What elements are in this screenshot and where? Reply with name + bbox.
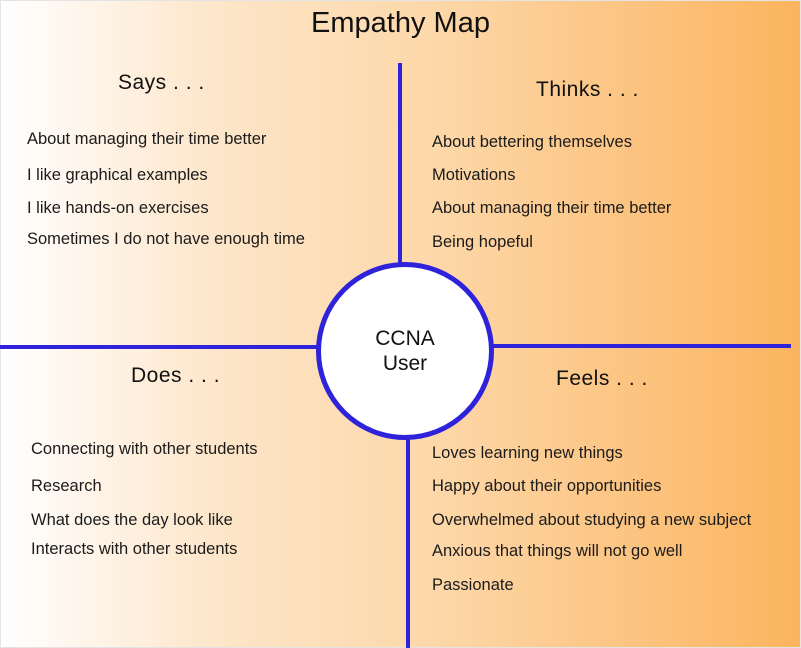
map-title: Empathy Map: [311, 7, 490, 39]
says-heading: Says . . .: [118, 71, 205, 94]
does-item: Research: [31, 477, 102, 495]
feels-item: Loves learning new things: [432, 444, 623, 462]
thinks-item: About managing their time better: [432, 199, 672, 217]
feels-item: Overwhelmed about studying a new subject: [432, 511, 752, 529]
center-label-line1: CCNA: [375, 327, 435, 350]
axis-right: [486, 344, 791, 348]
thinks-heading: Thinks . . .: [536, 78, 639, 101]
feels-heading: Feels . . .: [556, 367, 648, 390]
axis-top: [398, 63, 402, 264]
does-item: Interacts with other students: [31, 540, 238, 558]
feels-item: Passionate: [432, 576, 514, 594]
thinks-item: Motivations: [432, 166, 516, 184]
says-item: Sometimes I do not have enough time: [27, 230, 305, 248]
says-item: About managing their time better: [27, 130, 267, 148]
thinks-item: Being hopeful: [432, 233, 533, 251]
says-item: I like hands-on exercises: [27, 199, 209, 217]
thinks-item: About bettering themselves: [432, 133, 632, 151]
does-item: What does the day look like: [31, 511, 233, 529]
does-item: Connecting with other students: [31, 440, 258, 458]
feels-item: Happy about their opportunities: [432, 477, 662, 495]
center-circle: CCNA User: [316, 262, 494, 440]
says-item: I like graphical examples: [27, 166, 208, 184]
feels-item: Anxious that things will not go well: [432, 542, 683, 560]
axis-bottom: [406, 432, 410, 648]
axis-left: [0, 345, 320, 349]
does-heading: Does . . .: [131, 364, 221, 387]
center-label-line2: User: [382, 352, 428, 375]
